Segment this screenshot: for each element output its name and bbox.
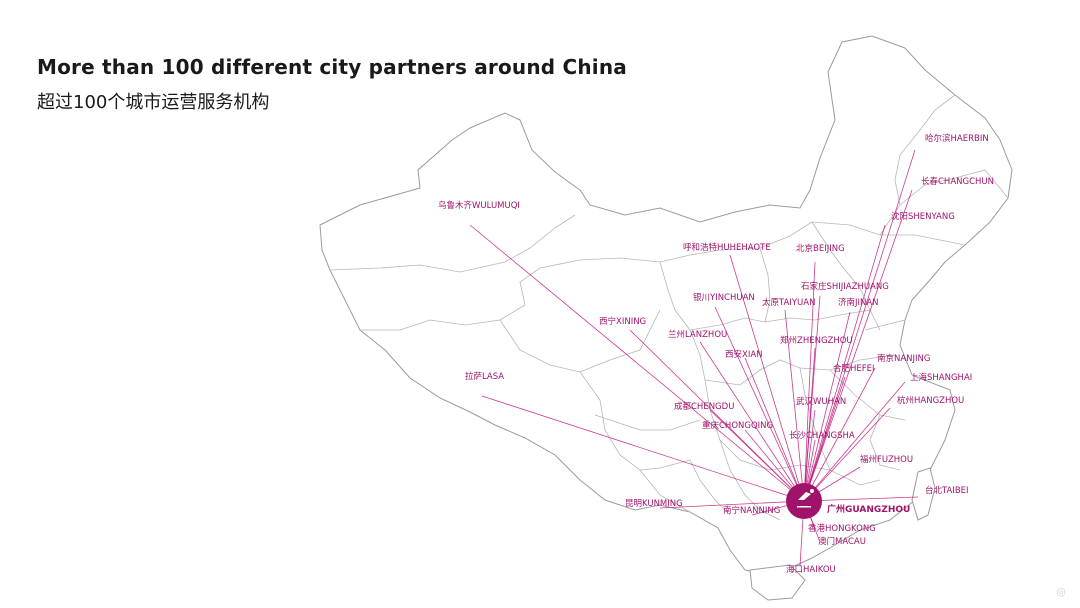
route-line — [803, 311, 851, 502]
route-line — [803, 189, 913, 502]
hub-marker — [786, 483, 822, 519]
hainan-island — [749, 564, 806, 601]
city-labels: 哈尔滨HAERBIN 长春CHANGCHUN 沈阳SHENYANG 乌鲁木齐WULUM… — [438, 133, 994, 575]
city-label: 郑州ZHENGZHOU — [780, 335, 853, 346]
route-line — [803, 496, 919, 502]
route-line — [481, 395, 805, 502]
city-label: 香港HONGKONG — [808, 523, 876, 534]
city-label: 重庆CHONGQING — [702, 420, 773, 431]
route-line — [803, 407, 891, 502]
city-label: 上海SHANGHAI — [910, 372, 972, 383]
city-label: 西宁XINING — [599, 316, 646, 327]
route-line — [699, 341, 805, 502]
city-label: 北京BEIJING — [796, 243, 845, 254]
hub-logo-bar — [797, 506, 811, 508]
route-line — [803, 381, 906, 502]
route-line — [803, 224, 886, 502]
route-line — [803, 367, 876, 502]
city-label: 济南JINAN — [838, 297, 879, 308]
city-label: 南宁NANNING — [723, 505, 780, 516]
city-label: 西安XIAN — [725, 349, 763, 360]
hub-circle — [786, 483, 822, 519]
route-line — [744, 357, 805, 502]
country-outline — [319, 35, 1013, 576]
city-label: 长沙CHANGSHA — [789, 430, 855, 441]
route-line — [709, 409, 805, 502]
city-label: 兰州LANZHOU — [668, 329, 727, 340]
city-label: 石家庄SHIJIAZHUANG — [801, 281, 889, 292]
city-label: 沈阳SHENYANG — [891, 211, 955, 222]
city-label: 澳门MACAU — [818, 536, 866, 547]
city-label: 南京NANJING — [877, 353, 931, 364]
route-line — [729, 254, 805, 502]
route-lines — [469, 149, 919, 567]
title-chinese: 超过100个城市运营服务机构 — [37, 92, 270, 113]
hub-logo-dot — [810, 489, 814, 493]
route-line — [469, 224, 805, 502]
route-line — [803, 149, 916, 502]
city-label: 呼和浩特HUHEHAOTE — [683, 242, 771, 253]
hub-logo-icon — [798, 492, 811, 500]
city-label: 台北TAIBEI — [925, 485, 969, 496]
route-line — [714, 306, 805, 502]
route-line — [784, 309, 805, 502]
city-label: 昆明KUNMING — [625, 499, 683, 509]
route-line — [803, 376, 846, 502]
hub-label: 广州GUANGZHOU — [827, 503, 910, 515]
city-label: 乌鲁木齐WULUMUQI — [438, 200, 520, 211]
city-label: 成都CHENGDU — [674, 401, 734, 412]
city-label: 合肥HEFEI — [833, 363, 875, 374]
city-label: 杭州HANGZHOU — [897, 395, 964, 406]
city-label: 拉萨LASA — [465, 371, 504, 382]
city-label: 长春CHANGCHUN — [921, 176, 994, 187]
title-english: More than 100 different city partners ar… — [37, 55, 627, 79]
route-line — [803, 261, 816, 502]
city-label: 哈尔滨HAERBIN — [925, 133, 989, 144]
province-boundaries — [329, 94, 1009, 521]
city-label: 银川YINCHUAN — [693, 292, 755, 303]
route-line — [803, 347, 816, 502]
city-label: 海口HAIKOU — [786, 564, 836, 575]
taiwan-island — [911, 467, 936, 521]
city-label: 福州FUZHOU — [860, 454, 913, 465]
route-line — [659, 500, 805, 509]
city-label: 武汉WUHAN — [796, 396, 846, 407]
city-label: 太原TAIYUAN — [762, 297, 815, 308]
